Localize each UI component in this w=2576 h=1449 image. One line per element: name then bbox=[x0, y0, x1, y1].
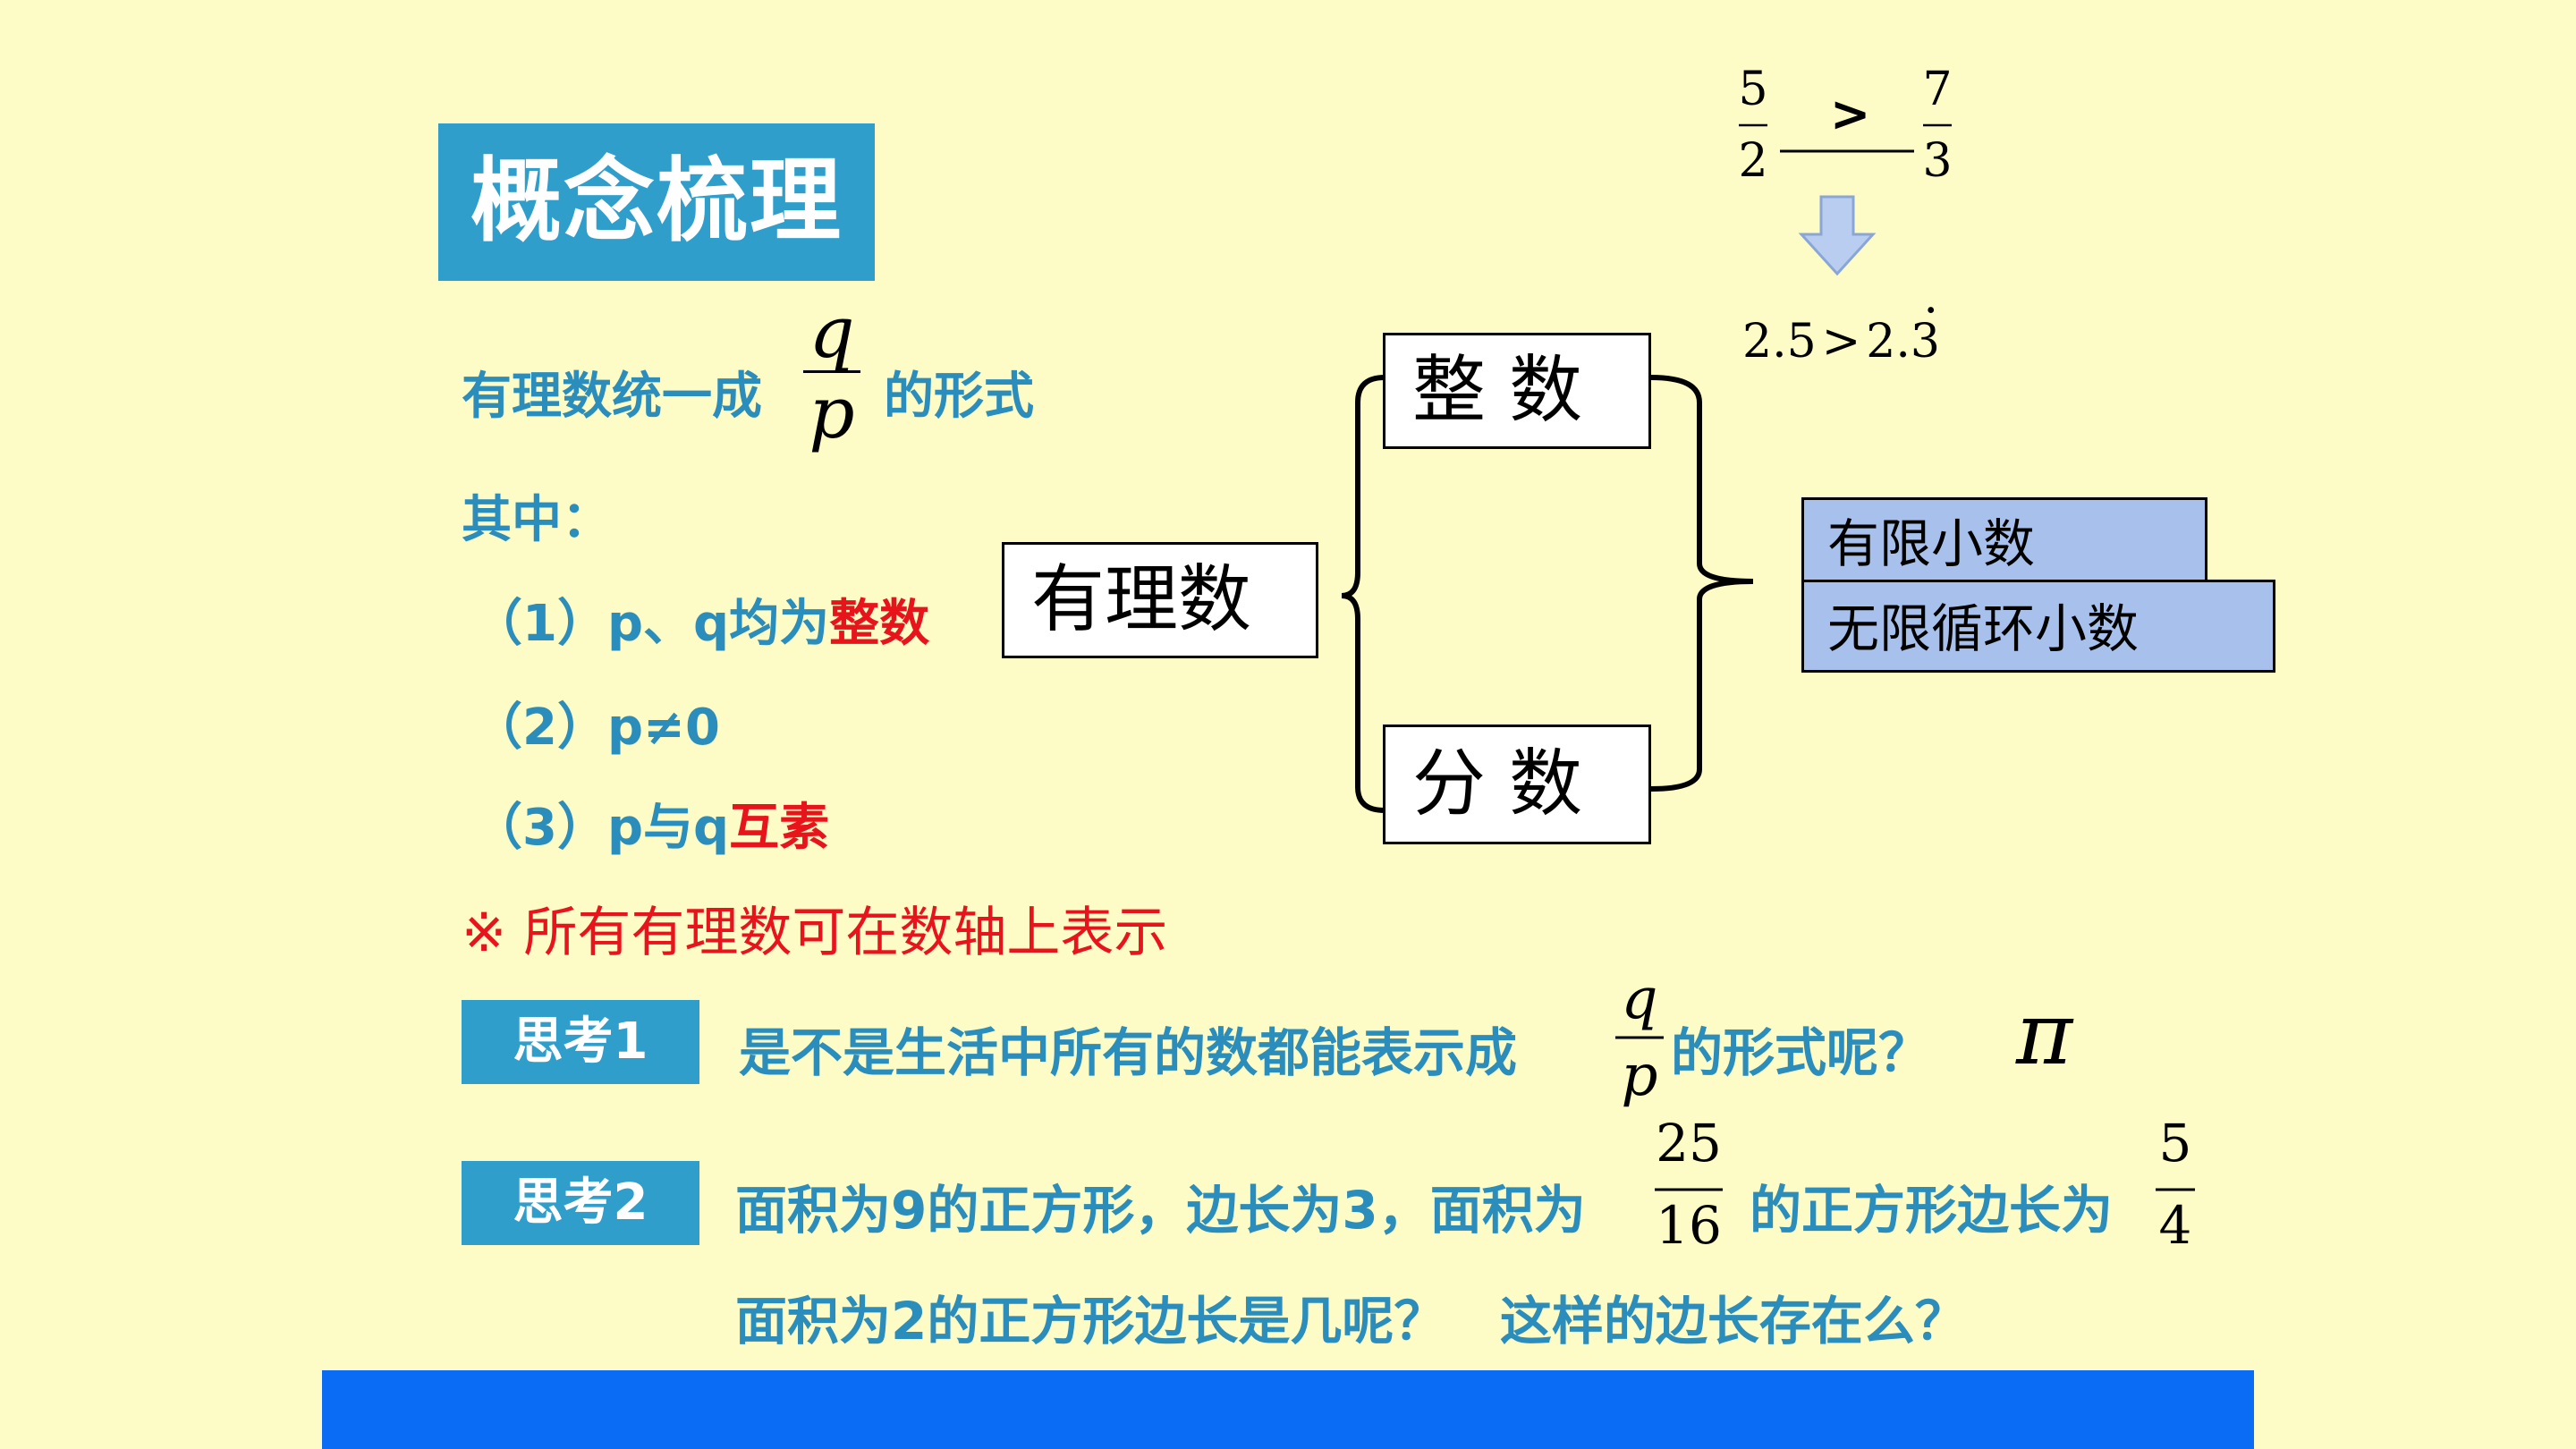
finite-decimal-box: 有限小数 bbox=[1801, 497, 2207, 585]
number-line-note: ※ 所有有理数可在数轴上表示 bbox=[462, 902, 1168, 964]
right-brace bbox=[1650, 375, 1754, 792]
think-2-fraction2-denominator: 4 bbox=[2158, 1195, 2192, 1256]
example-greater-sign: > bbox=[1830, 86, 1871, 142]
think-2-badge: 思考2 bbox=[462, 1161, 699, 1245]
decimal-left: 2.5 bbox=[1742, 315, 1817, 369]
condition-3: （3）p与q互素 bbox=[472, 787, 829, 860]
condition-3-highlight: 互素 bbox=[729, 799, 830, 857]
example-right-denominator: 3 bbox=[1922, 134, 1953, 188]
integer-node: 整 数 bbox=[1383, 333, 1651, 449]
unify-prefix: 有理数统一成 bbox=[462, 368, 762, 426]
decimal-greater-sign: > bbox=[1821, 315, 1861, 369]
condition-3-text: （3）p与q bbox=[472, 799, 730, 857]
fraction-numerator: q bbox=[809, 291, 855, 374]
think-2-fraction2-numerator: 5 bbox=[2158, 1113, 2192, 1174]
unify-suffix: 的形式 bbox=[884, 368, 1034, 426]
section-title: 概念梳理 bbox=[438, 123, 875, 281]
left-brace bbox=[1341, 375, 1385, 813]
think-1-suffix: 的形式呢？ bbox=[1671, 1022, 1931, 1083]
decimal-right-value: 2.3 bbox=[1866, 315, 1940, 369]
think-2-text-b: 的正方形边长为 bbox=[1750, 1180, 2114, 1241]
condition-1-text: （1）p、q均为 bbox=[472, 595, 830, 653]
think-1-denominator: p bbox=[1621, 1043, 1658, 1109]
example-left-denominator: 2 bbox=[1738, 134, 1768, 188]
condition-2: （2）p≠0 bbox=[472, 687, 720, 759]
decimal-right: 2.3· bbox=[1866, 284, 1940, 369]
down-arrow-icon bbox=[1798, 195, 1877, 276]
think-1-numerator: q bbox=[1621, 966, 1658, 1032]
example-left-numerator: 5 bbox=[1738, 63, 1768, 116]
pi-symbol: π bbox=[2016, 984, 2073, 1084]
fraction-bar bbox=[803, 370, 860, 373]
think-1-badge: 思考1 bbox=[462, 1000, 699, 1084]
infinite-repeating-decimal-box: 无限循环小数 bbox=[1801, 580, 2275, 673]
fraction-denominator: p bbox=[809, 371, 855, 454]
think-2-fraction1-denominator: 16 bbox=[1656, 1195, 1722, 1256]
think-2-fraction1-numerator: 25 bbox=[1656, 1113, 1722, 1174]
qizhong-label: 其中： bbox=[462, 491, 612, 549]
fraction-node: 分 数 bbox=[1383, 724, 1651, 844]
rational-number-node: 有理数 bbox=[1002, 542, 1318, 658]
think-2-text-a: 面积为9的正方形，边长为3，面积为 bbox=[735, 1180, 1586, 1241]
unify-fraction: q p bbox=[803, 295, 860, 453]
example-right-numerator: 7 bbox=[1922, 63, 1953, 116]
condition-1-highlight: 整数 bbox=[829, 595, 930, 653]
think-1-text: 是不是生活中所有的数都能表示成 bbox=[739, 1022, 1518, 1083]
bottom-bar bbox=[322, 1370, 2254, 1449]
condition-2-text: （2）p≠0 bbox=[472, 699, 720, 757]
think-2-line2: 面积为2的正方形边长是几呢？ 这样的边长存在么？ bbox=[735, 1291, 1967, 1352]
repeating-dot: · bbox=[1923, 284, 1938, 338]
decimal-comparison: 2.5>2.3· bbox=[1742, 284, 1940, 369]
condition-1: （1）p、q均为整数 bbox=[472, 583, 929, 656]
